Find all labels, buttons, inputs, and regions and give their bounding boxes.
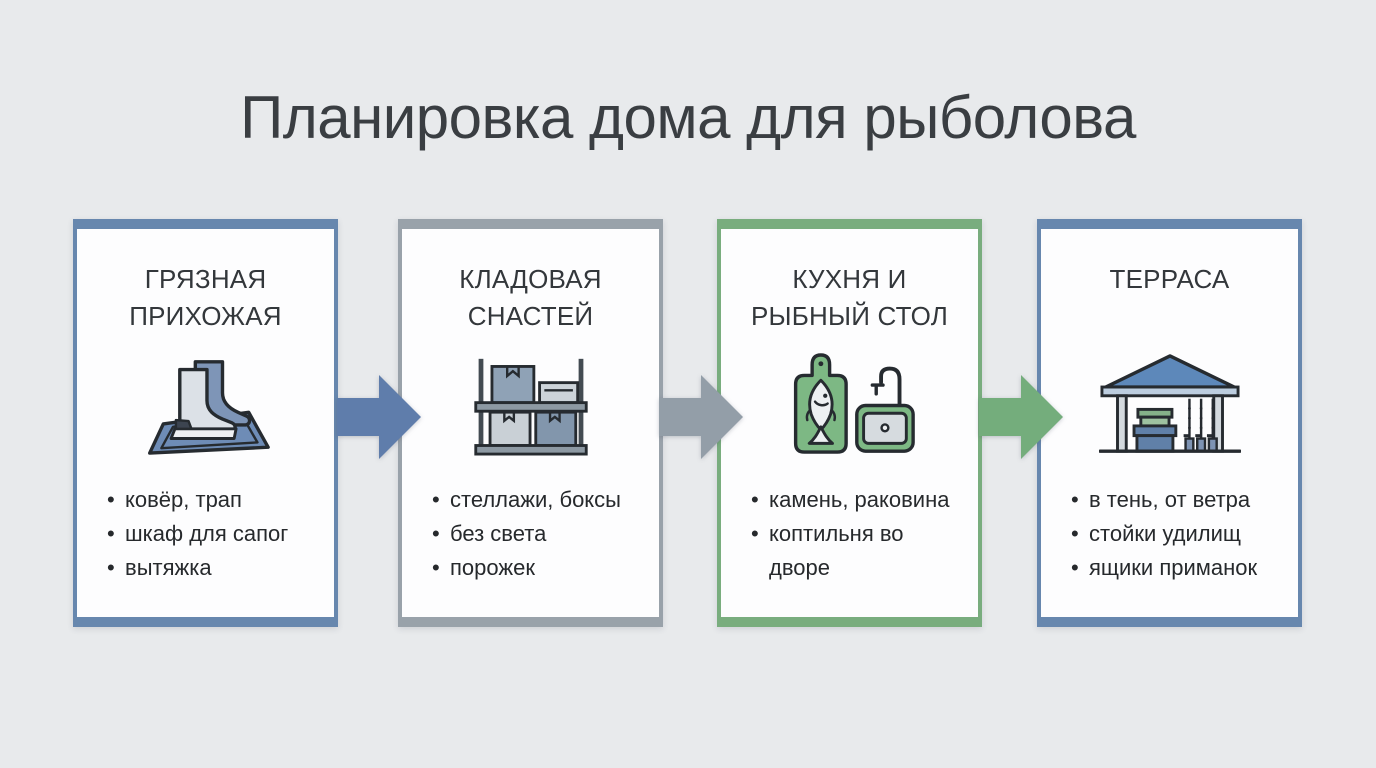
bullet-item: коптильня во дворе <box>749 517 966 585</box>
card-terrace-title: ТЕРРАСА <box>1041 261 1298 335</box>
card-tackle-storage: КЛАДОВАЯ СНАСТЕЙ стеллажи, боксы без све <box>398 219 663 627</box>
boots-on-mat-icon <box>147 359 270 455</box>
card-mudroom-title: ГРЯЗНАЯ ПРИХОЖАЯ <box>77 261 334 335</box>
card-terrace-bullets: в тень, от ветра стойки удилищ ящики при… <box>1041 483 1298 585</box>
card-kitchen-bullets: камень, раковина коптильня во дворе <box>721 483 978 585</box>
bullet-item: в тень, от ветра <box>1069 483 1286 517</box>
card-mudroom: ГРЯЗНАЯ ПРИХОЖАЯ ковёр, трап шкаф для са… <box>73 219 338 627</box>
bullet-item: вытяжка <box>105 551 322 585</box>
bullet-item: камень, раковина <box>749 483 966 517</box>
card-tackle-storage-icon-area <box>402 343 659 467</box>
card-terrace: ТЕРРАСА <box>1037 219 1302 627</box>
card-title-line: ТЕРРАСА <box>1109 264 1230 294</box>
flow-arrow-3-icon <box>979 375 1063 459</box>
card-tackle-storage-title: КЛАДОВАЯ СНАСТЕЙ <box>402 261 659 335</box>
card-mudroom-bullets: ковёр, трап шкаф для сапог вытяжка <box>77 483 334 585</box>
card-mudroom-icon-area <box>77 343 334 467</box>
card-title-line: КУХНЯ И <box>792 264 907 294</box>
card-title-line: СНАСТЕЙ <box>467 301 594 331</box>
card-terrace-icon-area <box>1041 343 1298 467</box>
bullet-item: ящики приманок <box>1069 551 1286 585</box>
bullet-item: стеллажи, боксы <box>430 483 647 517</box>
bullet-item: ковёр, трап <box>105 483 322 517</box>
card-kitchen-icon-area <box>721 343 978 467</box>
card-kitchen-fish-table: КУХНЯ И РЫБНЫЙ СТОЛ камень, раковина <box>717 219 982 627</box>
bullet-item: порожек <box>430 551 647 585</box>
page-title: Планировка дома для рыболова <box>240 84 1136 151</box>
flow-arrow-2-icon <box>659 375 743 459</box>
flow-arrow-1-icon <box>337 375 421 459</box>
gazebo-rods-icon <box>1098 353 1241 453</box>
card-title-line: ПРИХОЖАЯ <box>129 301 282 331</box>
cutting-board-fish-sink-icon <box>793 352 915 454</box>
card-title-line: РЫБНЫЙ СТОЛ <box>751 301 948 331</box>
card-title-line: КЛАДОВАЯ <box>459 264 602 294</box>
card-kitchen-fish-table-title: КУХНЯ И РЫБНЫЙ СТОЛ <box>721 261 978 335</box>
bullet-item: без света <box>430 517 647 551</box>
storage-shelf-boxes-icon <box>473 358 588 455</box>
bullet-item: шкаф для сапог <box>105 517 322 551</box>
card-title-line: ГРЯЗНАЯ <box>144 264 267 294</box>
bullet-item: стойки удилищ <box>1069 517 1286 551</box>
card-tackle-storage-bullets: стеллажи, боксы без света порожек <box>402 483 659 585</box>
